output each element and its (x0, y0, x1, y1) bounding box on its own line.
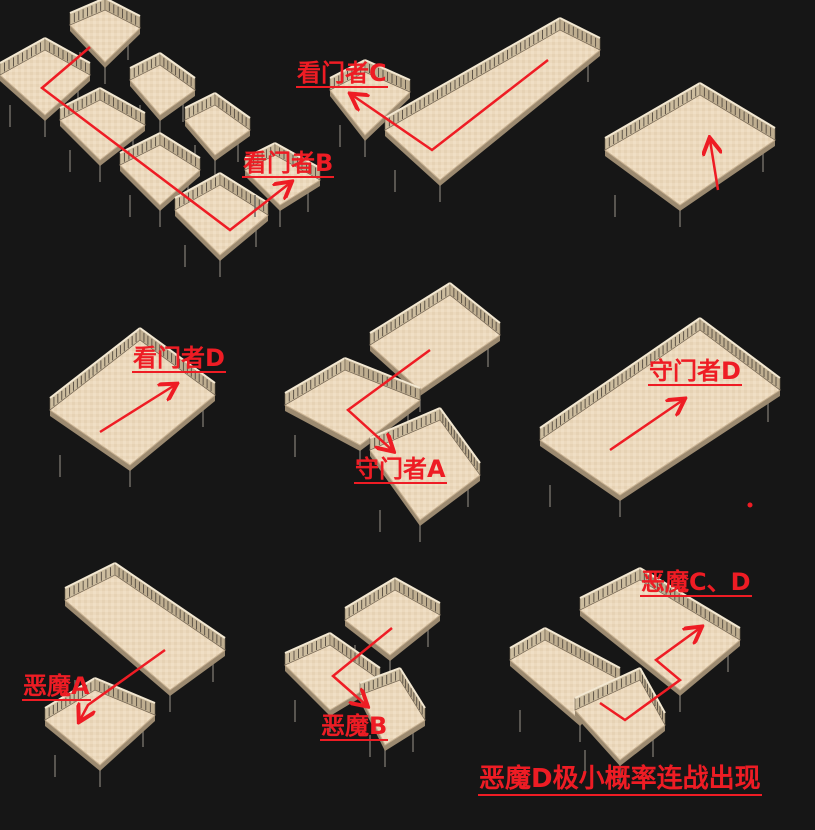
label-demon-d-note: 恶魔D极小概率连战出现 (478, 764, 762, 796)
map-6 (539, 317, 781, 517)
platform-side (185, 120, 250, 161)
label-demon-cd: 恶魔C、D (640, 568, 752, 597)
platform-side (175, 210, 268, 261)
route-paths (40, 46, 753, 722)
platform-side (580, 610, 740, 696)
rail-cap (159, 132, 201, 159)
label-gatekeeper-c: 看门者C (296, 59, 388, 88)
rail-cap (439, 407, 481, 464)
label-guardian-a: 守门者A (354, 455, 447, 484)
route-arrow (99, 385, 175, 434)
rail-cap (114, 562, 226, 639)
label-guardian-d: 守门者D (648, 357, 742, 386)
rail-cap (129, 52, 161, 69)
label-gatekeeper-b: 看门者B (242, 149, 335, 178)
rail-cap (359, 667, 401, 684)
rail-cap (184, 92, 216, 109)
rail-cap (699, 82, 776, 129)
rail-cap (449, 282, 501, 324)
rail-cap (399, 667, 426, 709)
rail-cap (64, 562, 116, 589)
rail-cap (699, 317, 781, 379)
route-arrow (710, 140, 718, 191)
platform-side (245, 170, 320, 211)
route-arrow (331, 627, 393, 705)
route-arrow (352, 59, 549, 152)
route-arrow (80, 648, 166, 720)
rail-cap (574, 667, 641, 699)
platform-side (370, 335, 500, 396)
rail-cap (159, 52, 196, 79)
route-arrow (346, 348, 431, 450)
label-gatekeeper-d: 看门者D (132, 344, 226, 373)
rail-cap (284, 632, 331, 654)
rail-cap (274, 142, 321, 169)
rail-cap (559, 17, 601, 39)
rail-cap (539, 317, 701, 429)
platform-side (360, 695, 425, 751)
platform-side (345, 615, 440, 661)
rail-cap (106, 0, 141, 17)
rail-cap (49, 327, 141, 399)
rail-cap (214, 92, 251, 119)
platform-side (285, 400, 420, 451)
rail-cap (639, 567, 741, 629)
platform-floor (604, 94, 776, 206)
rail-cap (364, 59, 411, 81)
map-platforms (0, 0, 781, 787)
rail-cap (329, 632, 381, 669)
rail-cap (579, 567, 641, 599)
map-7 (44, 562, 226, 787)
rail-cap (544, 627, 621, 669)
rail-cap (59, 87, 101, 109)
rail-cap (119, 132, 161, 154)
rail-cap (329, 59, 366, 79)
rail-cap (44, 37, 91, 64)
platform-side (120, 165, 200, 211)
rail-cap (384, 17, 561, 119)
route-arrow (599, 628, 700, 722)
label-demon-b: 恶魔B (320, 712, 389, 741)
platform-side (45, 715, 155, 771)
rail-cap (344, 577, 396, 609)
rail-cap (0, 37, 46, 64)
rail-cap (139, 327, 216, 384)
rail-cap (244, 142, 276, 159)
rail-cap (69, 0, 103, 14)
map-3 (604, 82, 776, 227)
rail-cap (44, 677, 96, 709)
rail-cap (219, 172, 269, 204)
rail-cap (639, 667, 666, 714)
platform-side (60, 120, 145, 166)
route-arrow (609, 400, 683, 452)
marker-dot (747, 502, 753, 508)
route-arrow (40, 46, 290, 232)
platform-side (70, 25, 140, 68)
rail-cap (604, 82, 701, 139)
rail-cap (344, 357, 421, 389)
rail-cap (94, 677, 156, 704)
label-demon-a: 恶魔A (22, 672, 91, 701)
map-5 (283, 282, 501, 542)
rail-cap (284, 357, 346, 394)
map-2 (329, 17, 601, 202)
rail-cap (509, 627, 546, 649)
map-9 (509, 567, 741, 782)
map-1 (0, 0, 321, 277)
rail-cap (394, 577, 441, 604)
rail-cap (369, 282, 451, 334)
platform-side (130, 80, 195, 121)
rail-cap (99, 87, 146, 114)
